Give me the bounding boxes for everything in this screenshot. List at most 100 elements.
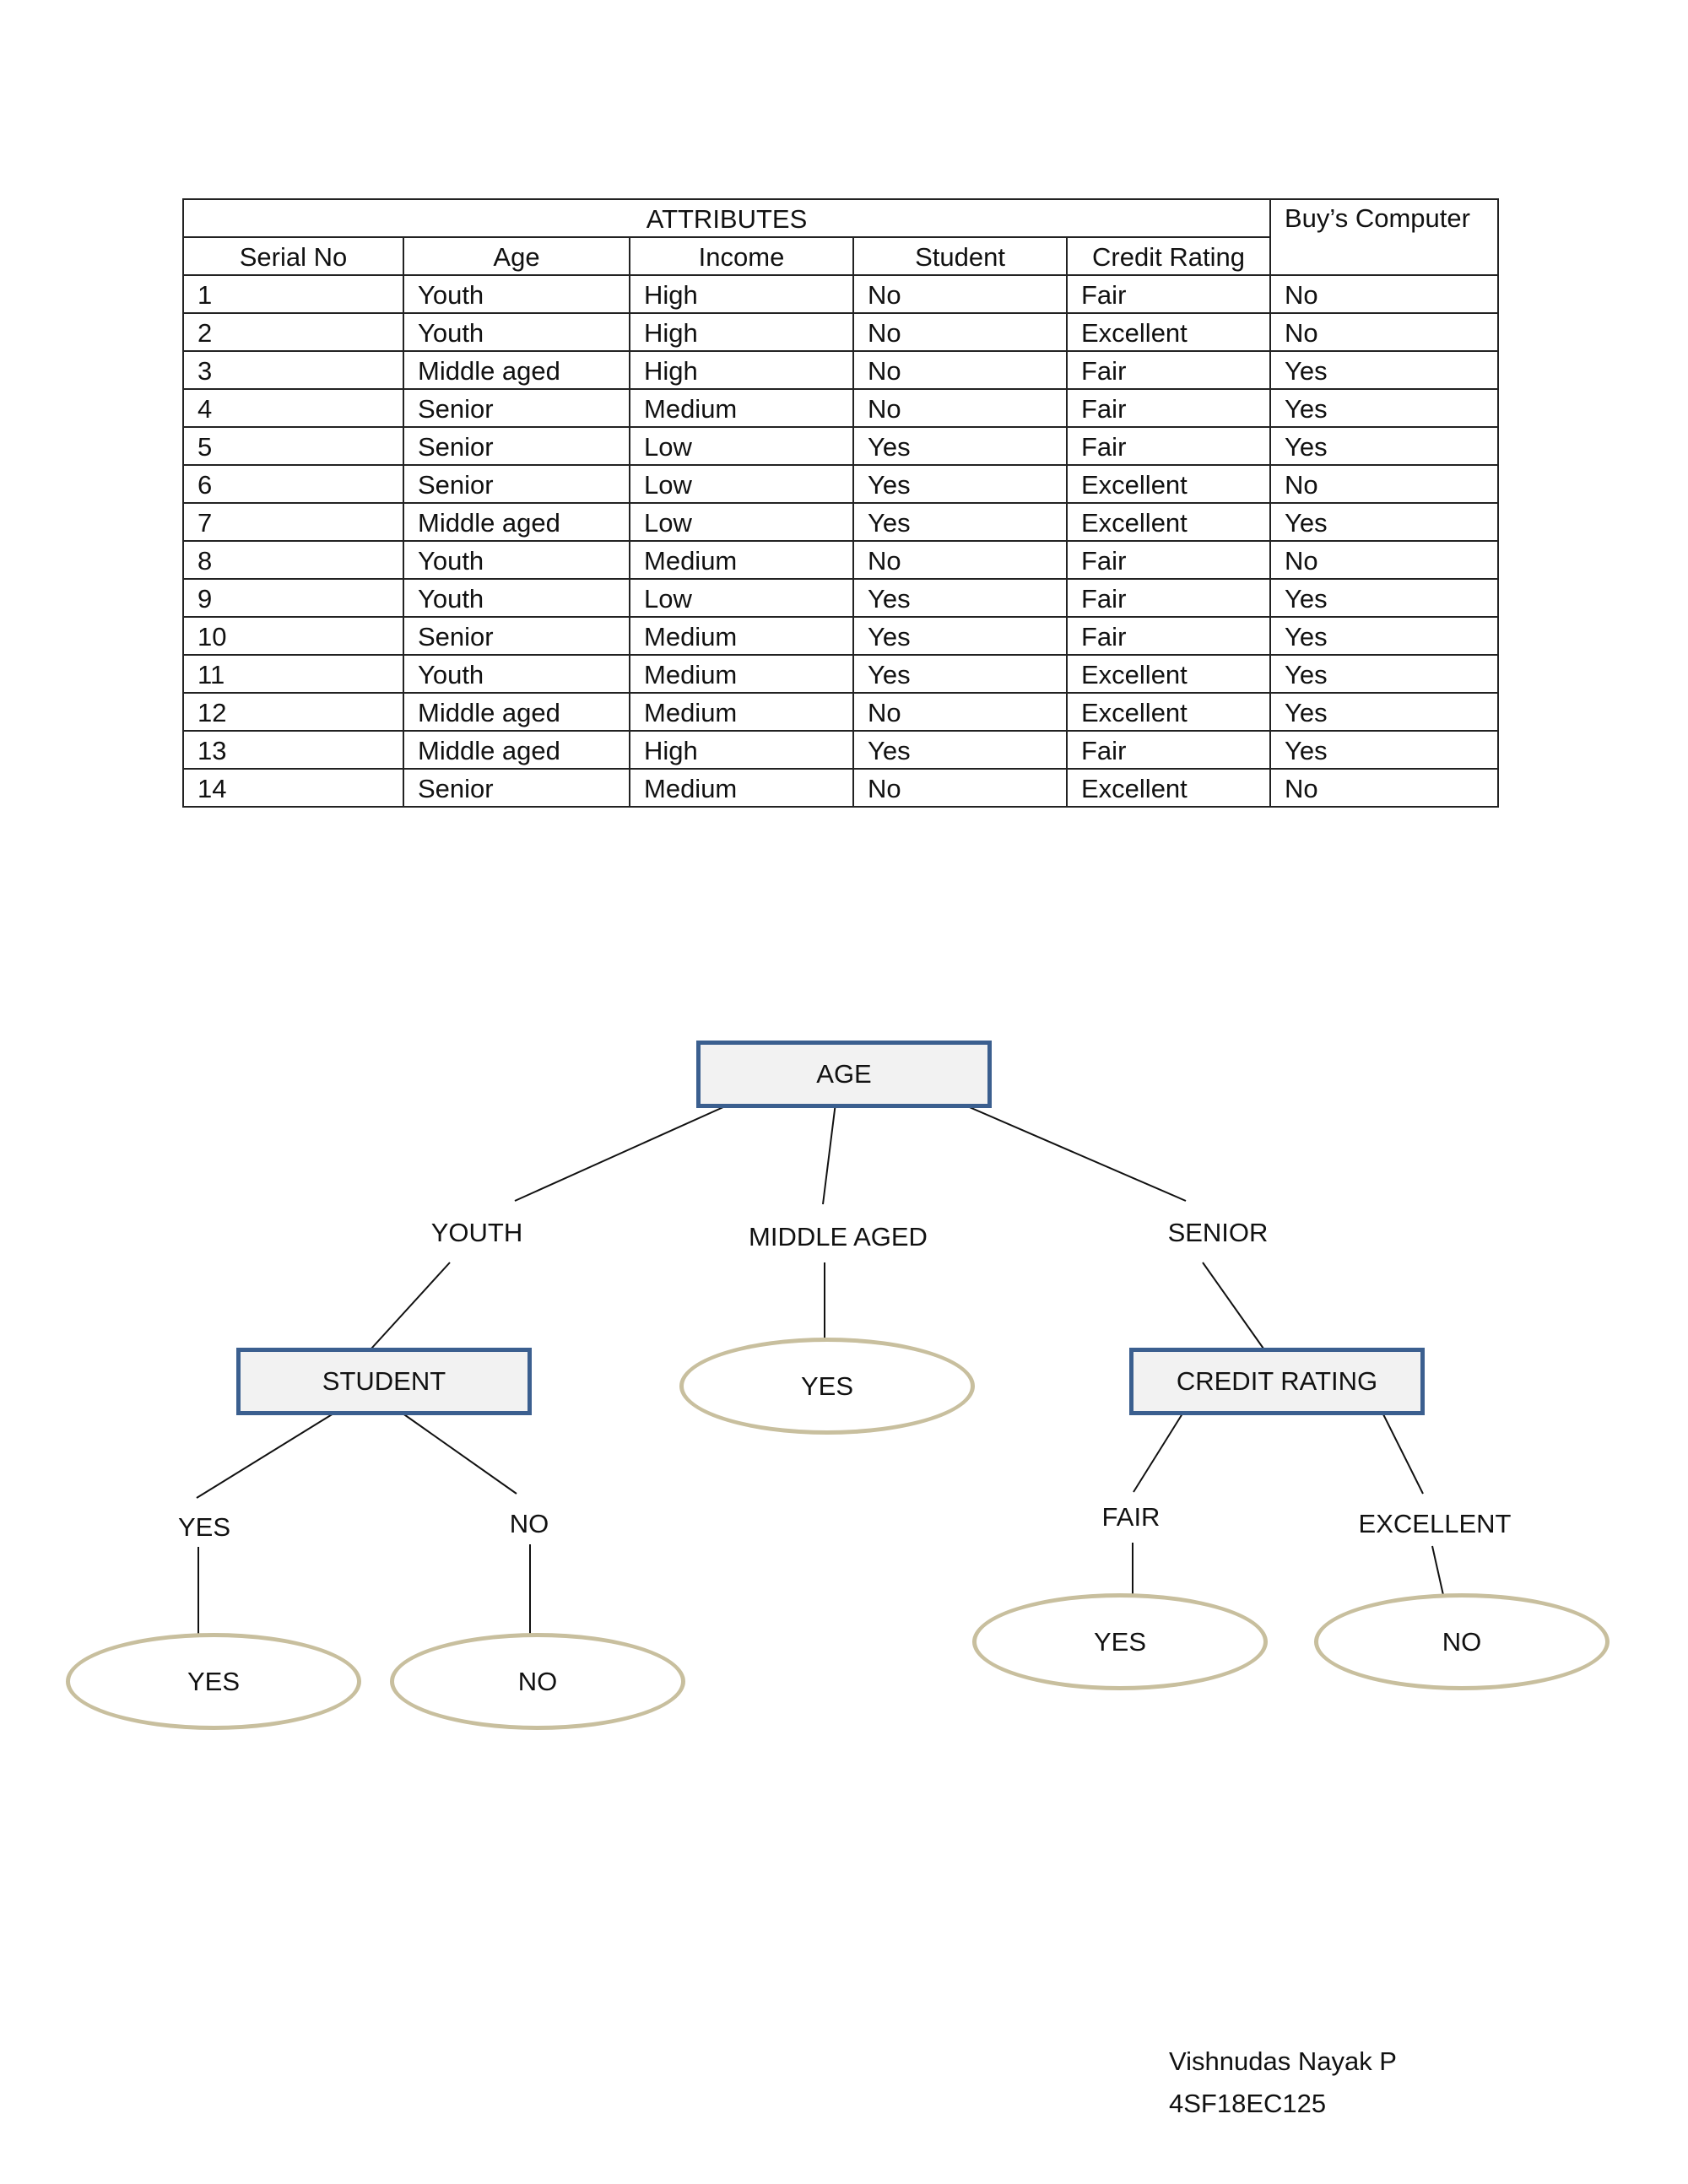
buys-computer-cell: Yes: [1269, 578, 1499, 618]
student-cell: Yes: [852, 464, 1068, 504]
income-cell: Medium: [629, 654, 854, 694]
income-cell: Low: [629, 578, 854, 618]
student-cell: Yes: [852, 578, 1068, 618]
leaf-label: YES: [800, 1370, 854, 1401]
branch-label-senior: SENIOR: [1167, 1218, 1269, 1247]
credit-rating-cell: Fair: [1066, 274, 1271, 314]
age-cell: Youth: [403, 274, 630, 314]
attributes-header: ATTRIBUTES: [182, 198, 1271, 238]
student-cell: No: [852, 312, 1068, 352]
connector-line: [822, 1102, 836, 1205]
column-header: Income: [629, 236, 854, 276]
leaf-student-yes: YES: [66, 1633, 361, 1730]
branch-label-youth: YOUTH: [430, 1218, 523, 1247]
serial-no-cell: 13: [182, 730, 404, 770]
student-cell: No: [852, 540, 1068, 580]
age-cell: Youth: [403, 654, 630, 694]
serial-no-cell: 4: [182, 388, 404, 428]
serial-no-cell: 5: [182, 426, 404, 466]
credit-rating-node-label: CREDIT RATING: [1176, 1366, 1378, 1396]
serial-no-cell: 11: [182, 654, 404, 694]
student-cell: Yes: [852, 502, 1068, 542]
age-cell: Senior: [403, 426, 630, 466]
age-node: AGE: [696, 1041, 992, 1108]
buys-computer-cell: No: [1269, 540, 1499, 580]
buys-computer-cell: Yes: [1269, 502, 1499, 542]
income-cell: High: [629, 312, 854, 352]
student-cell: Yes: [852, 730, 1068, 770]
credit-rating-cell: Fair: [1066, 730, 1271, 770]
buys-computer-cell: Yes: [1269, 616, 1499, 656]
age-cell: Senior: [403, 464, 630, 504]
serial-no-cell: 12: [182, 692, 404, 732]
income-cell: Medium: [629, 388, 854, 428]
age-cell: Senior: [403, 768, 630, 808]
age-cell: Middle aged: [403, 692, 630, 732]
serial-no-cell: 10: [182, 616, 404, 656]
credit-rating-cell: Excellent: [1066, 768, 1271, 808]
buys-computer-cell: Yes: [1269, 388, 1499, 428]
income-cell: Medium: [629, 768, 854, 808]
serial-no-cell: 2: [182, 312, 404, 352]
student-cell: Yes: [852, 426, 1068, 466]
branch-label-fair: FAIR: [1101, 1502, 1160, 1532]
buys-computer-cell: Yes: [1269, 654, 1499, 694]
author-block: Vishnudas Nayak P 4SF18EC125: [1169, 2041, 1397, 2125]
connector-line: [514, 1102, 733, 1202]
branch-label-student-yes: YES: [177, 1512, 231, 1542]
buys-computer-cell: Yes: [1269, 730, 1499, 770]
income-cell: High: [629, 350, 854, 390]
income-cell: Low: [629, 426, 854, 466]
leaf-middle-aged-yes: YES: [679, 1338, 975, 1435]
decision-tree: AGE YOUTH MIDDLE AGED SENIOR STUDENT YES…: [0, 1013, 1688, 1772]
age-cell: Middle aged: [403, 350, 630, 390]
serial-no-cell: 8: [182, 540, 404, 580]
age-cell: Senior: [403, 616, 630, 656]
serial-no-cell: 14: [182, 768, 404, 808]
leaf-excellent-no: NO: [1314, 1593, 1610, 1690]
buys-computer-cell: Yes: [1269, 350, 1499, 390]
credit-rating-cell: Excellent: [1066, 464, 1271, 504]
student-cell: No: [852, 692, 1068, 732]
serial-no-cell: 6: [182, 464, 404, 504]
serial-no-cell: 7: [182, 502, 404, 542]
age-cell: Youth: [403, 540, 630, 580]
tree-connectors: [196, 1102, 1444, 1637]
credit-rating-cell: Excellent: [1066, 692, 1271, 732]
buys-computer-cell: No: [1269, 768, 1499, 808]
credit-rating-cell: Fair: [1066, 350, 1271, 390]
branch-label-excellent: EXCELLENT: [1358, 1509, 1512, 1538]
serial-no-cell: 9: [182, 578, 404, 618]
buys-computer-cell: No: [1269, 464, 1499, 504]
student-cell: Yes: [852, 616, 1068, 656]
credit-rating-cell: Excellent: [1066, 502, 1271, 542]
income-cell: High: [629, 730, 854, 770]
buys-computer-cell: Yes: [1269, 692, 1499, 732]
column-header: Serial No: [182, 236, 404, 276]
leaf-label: YES: [1093, 1626, 1147, 1657]
buys-computer-header: Buy’s Computer: [1269, 198, 1499, 276]
connector-line: [371, 1262, 451, 1349]
column-header: Age: [403, 236, 630, 276]
serial-no-cell: 3: [182, 350, 404, 390]
buys-computer-cell: Yes: [1269, 426, 1499, 466]
leaf-label: YES: [187, 1666, 241, 1696]
training-data-table: ATTRIBUTES Buy’s Computer Serial No Age …: [182, 198, 1499, 808]
age-cell: Senior: [403, 388, 630, 428]
credit-rating-cell: Fair: [1066, 388, 1271, 428]
buys-computer-cell: No: [1269, 274, 1499, 314]
buys-computer-cell: No: [1269, 312, 1499, 352]
income-cell: Low: [629, 502, 854, 542]
serial-no-cell: 1: [182, 274, 404, 314]
